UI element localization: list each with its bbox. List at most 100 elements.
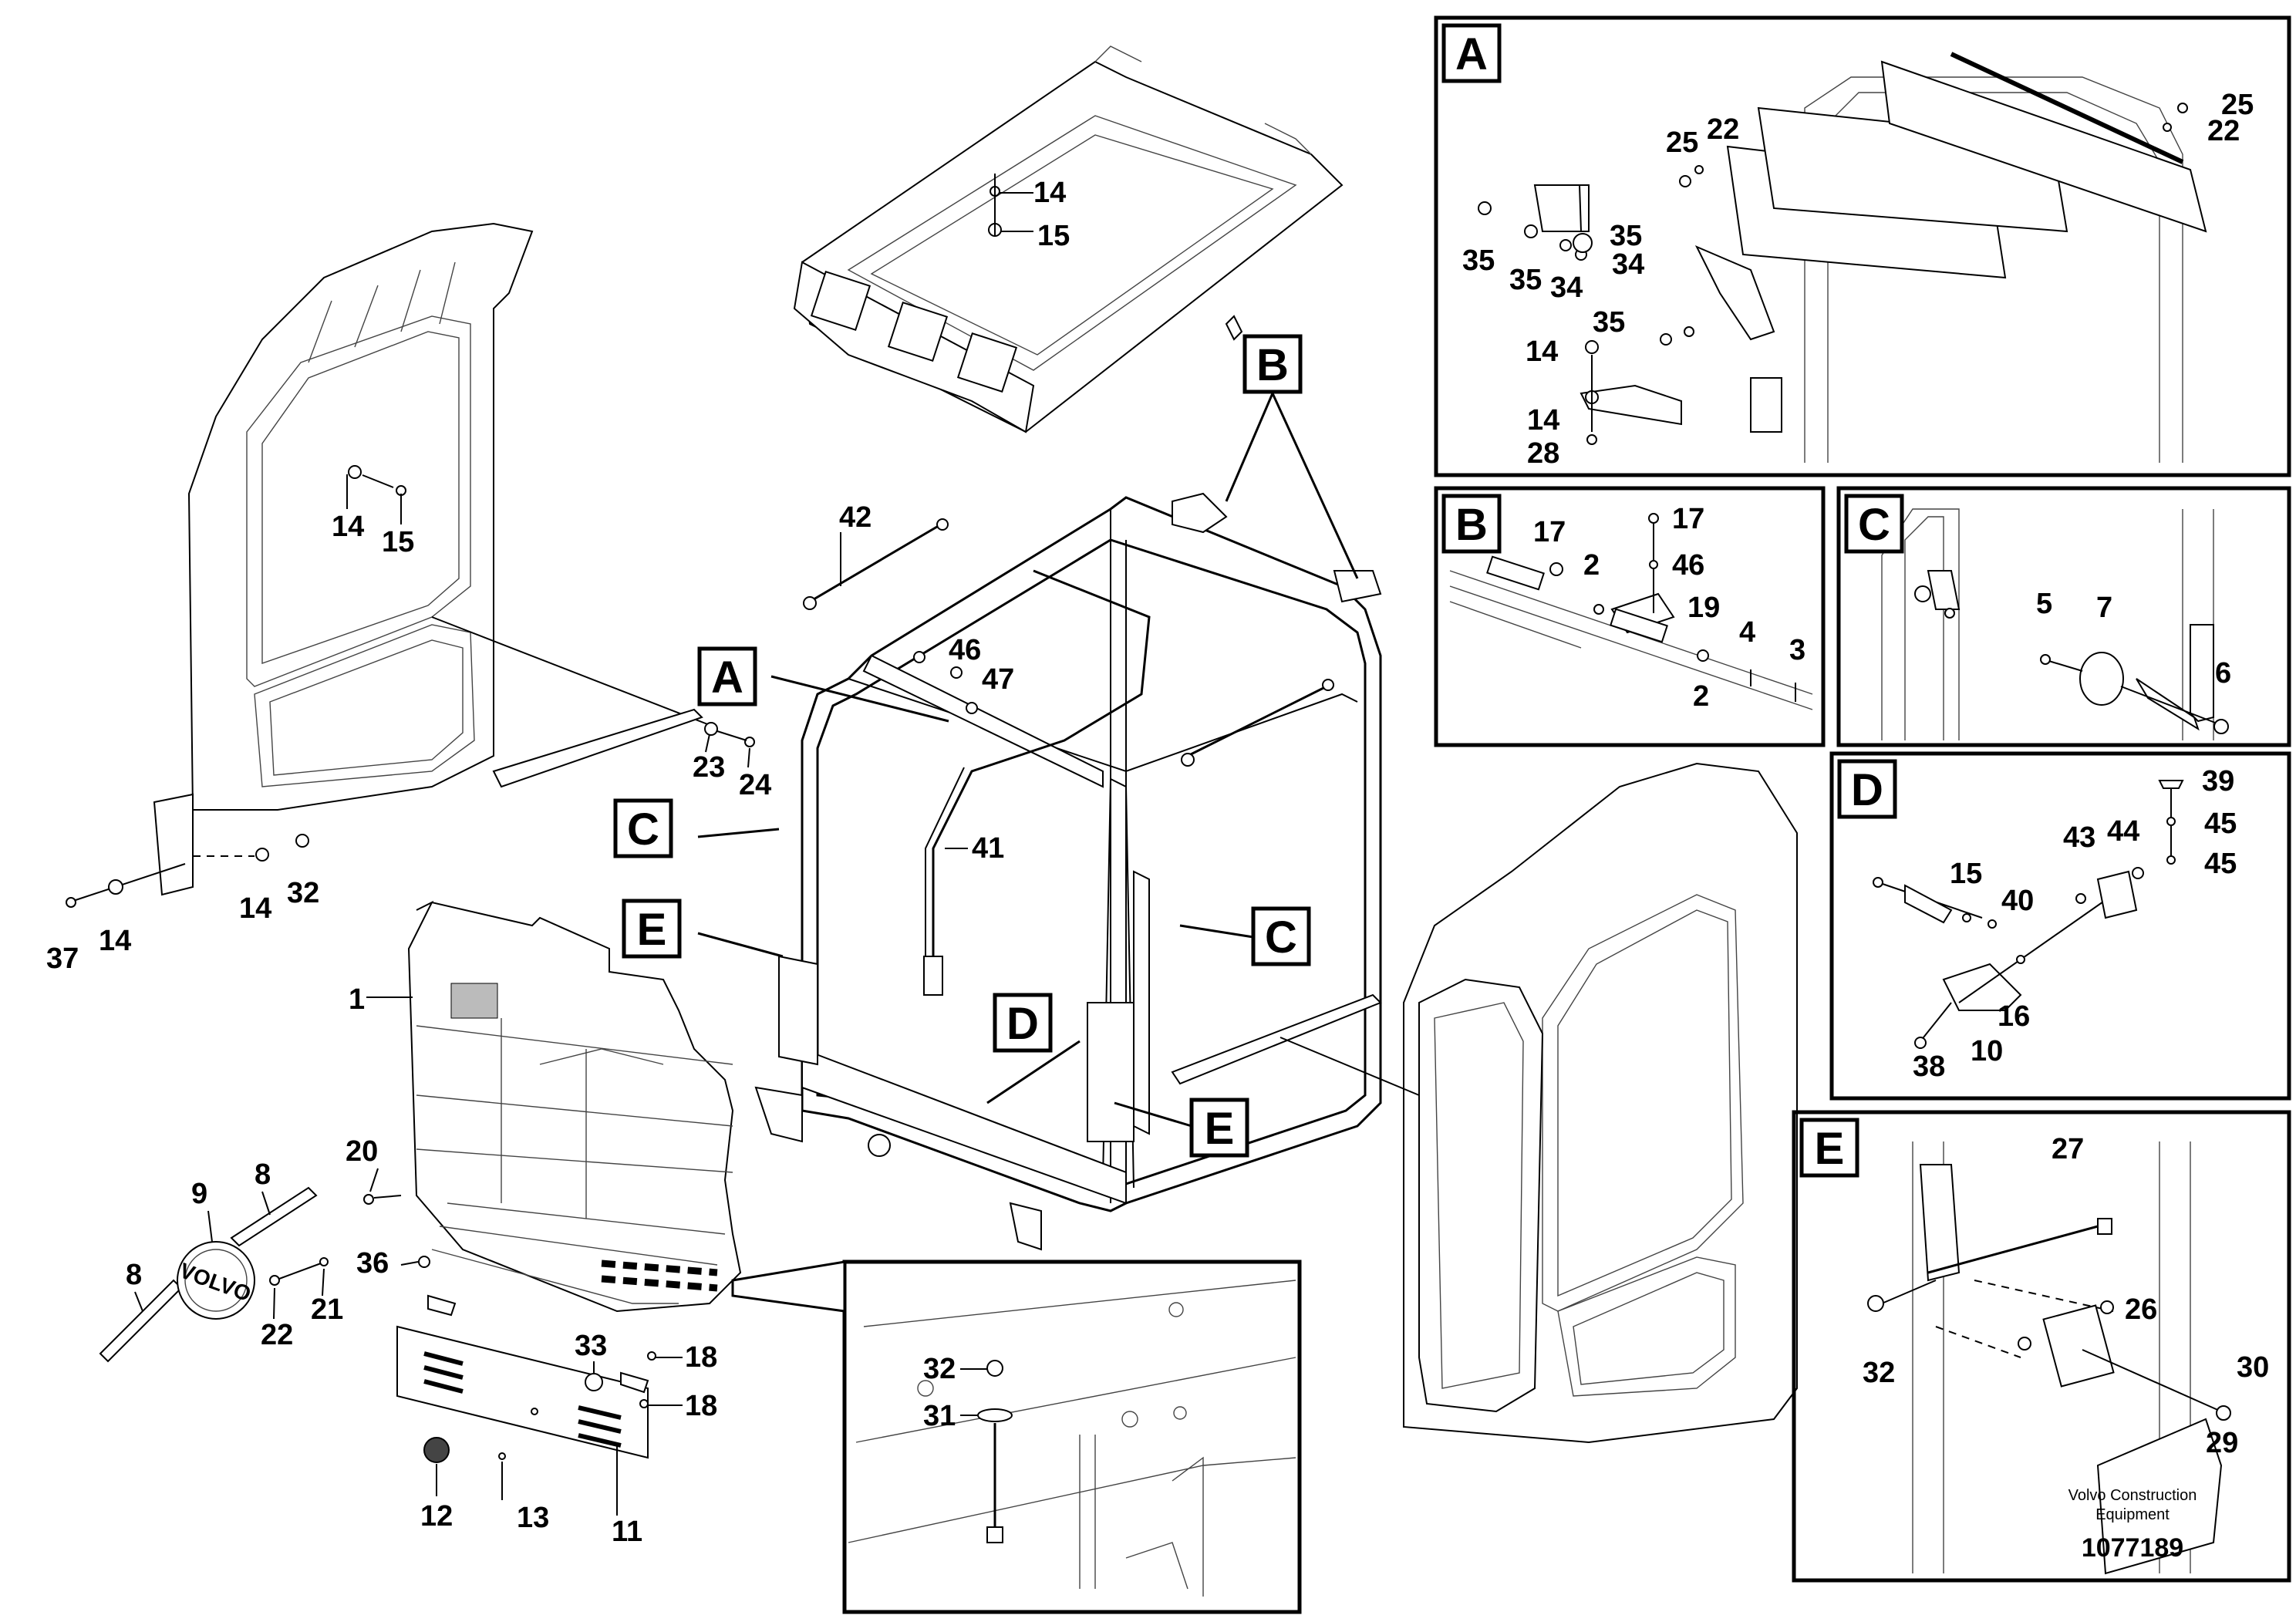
part-label: 29 xyxy=(2206,1427,2238,1459)
part-label: 20 xyxy=(346,1135,378,1168)
part-label: 35 xyxy=(1462,244,1495,277)
footer-block: Volvo Construction Equipment 1077189 xyxy=(2068,1487,2197,1563)
part-label: 47 xyxy=(982,663,1014,696)
tag-panel-c: C xyxy=(1858,500,1890,550)
part-label: 10 xyxy=(1971,1035,2003,1067)
tag-panel-d: D xyxy=(1851,765,1883,815)
part-label: 35 xyxy=(1610,220,1642,252)
part-label: 34 xyxy=(1550,271,1583,304)
detail-tag-letters: A B C D E B A C C D E E xyxy=(627,29,1890,1174)
callout-a: A xyxy=(711,653,743,703)
part-label: 8 xyxy=(255,1158,271,1191)
part-label: 21 xyxy=(311,1293,343,1326)
part-label: 32 xyxy=(1863,1357,1895,1389)
part-label: 22 xyxy=(261,1319,293,1351)
part-label: 46 xyxy=(1672,549,1704,582)
part-label: 7 xyxy=(2096,592,2112,624)
part-label: 32 xyxy=(287,877,319,909)
part-label: 44 xyxy=(2107,815,2139,848)
cab-frame xyxy=(754,315,1382,1251)
part-label: 28 xyxy=(1527,437,1559,470)
detail-tag-boxes xyxy=(613,23,1904,1178)
part-label: 5 xyxy=(2036,588,2052,620)
label-ticks xyxy=(134,192,1032,1516)
detail-panel-a xyxy=(1434,15,2291,477)
part-label: 31 xyxy=(923,1400,956,1432)
right-side-panel xyxy=(1171,762,1798,1444)
tag-panel-e: E xyxy=(1815,1124,1845,1174)
part-label: 24 xyxy=(739,769,771,801)
leader-lines xyxy=(366,393,1359,1128)
detail-panel-d xyxy=(1829,751,2291,1101)
part-label: 46 xyxy=(949,634,981,666)
part-number-labels: 14 15 14 15 23 24 37 14 14 32 42 46 47 4… xyxy=(46,89,2269,1548)
roof-panel xyxy=(793,46,1344,433)
part-label: 14 xyxy=(1526,336,1558,368)
part-label: 2 xyxy=(1583,549,1600,582)
part-label: 26 xyxy=(2125,1293,2157,1326)
part-label: 16 xyxy=(1998,1000,2030,1033)
callout-c-right: C xyxy=(1265,912,1297,963)
emblem: VOLVO xyxy=(99,1186,329,1363)
part-label: 35 xyxy=(1593,306,1625,339)
part-label: 37 xyxy=(46,943,79,975)
license-plate xyxy=(396,1294,656,1463)
part-label: 18 xyxy=(685,1341,717,1374)
part-label: 22 xyxy=(1707,113,1739,146)
part-label: 11 xyxy=(612,1516,642,1548)
document-number: 1077189 xyxy=(2082,1533,2183,1563)
part-label: 27 xyxy=(2052,1133,2084,1165)
part-label: 30 xyxy=(2237,1351,2269,1384)
part-label: 17 xyxy=(1672,503,1704,535)
callout-d: D xyxy=(1006,999,1039,1049)
part-label: 45 xyxy=(2204,848,2237,880)
part-label: 14 xyxy=(1033,177,1066,209)
part-label: 15 xyxy=(382,526,414,558)
part-label: 25 xyxy=(2221,89,2254,121)
part-label: 36 xyxy=(356,1247,389,1280)
tag-panel-a: A xyxy=(1455,29,1488,79)
part-label: 19 xyxy=(1687,592,1720,624)
vent-dashes xyxy=(601,1259,718,1292)
part-label: 14 xyxy=(99,925,131,957)
callout-b: B xyxy=(1256,340,1289,390)
part-label: 1 xyxy=(349,983,365,1016)
part-label: 35 xyxy=(1509,264,1542,296)
detail-inset xyxy=(731,1259,1302,1614)
part-label: 41 xyxy=(972,832,1004,865)
part-label: 33 xyxy=(575,1330,607,1362)
callout-c-left: C xyxy=(627,804,659,855)
part-label: 40 xyxy=(2001,885,2034,917)
part-label: 13 xyxy=(517,1502,549,1534)
brand-line-1: Volvo Construction xyxy=(2068,1487,2197,1504)
part-label: 12 xyxy=(420,1500,453,1533)
part-label: 4 xyxy=(1739,616,1755,649)
part-label: 23 xyxy=(693,751,725,784)
part-label: 22 xyxy=(2207,115,2240,147)
part-label: 25 xyxy=(1666,126,1698,159)
part-label: 15 xyxy=(1950,858,1982,890)
part-label: 39 xyxy=(2202,765,2234,798)
part-label: 14 xyxy=(332,511,364,543)
part-label: 6 xyxy=(2215,657,2231,690)
detail-panel-b xyxy=(1434,486,1826,747)
tag-panel-b: B xyxy=(1455,500,1488,550)
part-label: 9 xyxy=(191,1178,207,1210)
brand-line-2: Equipment xyxy=(2095,1506,2170,1523)
part-label: 32 xyxy=(923,1353,956,1385)
part-label: 2 xyxy=(1693,680,1709,713)
part-label: 14 xyxy=(1527,404,1559,437)
part-label: 8 xyxy=(126,1259,142,1291)
detail-panel-e xyxy=(1792,1110,2291,1583)
part-label: 43 xyxy=(2063,821,2095,854)
part-label: 45 xyxy=(2204,808,2237,840)
part-label: 34 xyxy=(1612,248,1644,281)
part-label: 18 xyxy=(685,1390,717,1422)
detail-panel-c xyxy=(1836,486,2291,747)
part-label: 14 xyxy=(239,892,271,925)
left-side-panel xyxy=(66,222,755,908)
part-label: 17 xyxy=(1533,516,1566,548)
part-label: 15 xyxy=(1037,220,1070,252)
callout-e-right: E xyxy=(1205,1104,1235,1154)
